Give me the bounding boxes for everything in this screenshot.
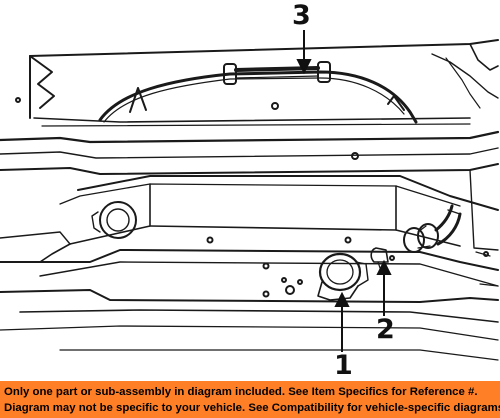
- disclaimer-line-2: Diagram may not be specific to your vehi…: [4, 402, 500, 414]
- diagram-disclaimer-banner: Only one part or sub-assembly in diagram…: [0, 381, 500, 418]
- callout-number-1: 1: [334, 350, 353, 381]
- left-lamp: [99, 201, 137, 239]
- trunk-panel-outline: [29, 39, 499, 57]
- license-lamp-housing: [317, 252, 369, 301]
- callout-number-3: 3: [292, 0, 311, 31]
- socket-pigtail: [403, 204, 462, 253]
- disclaimer-line-1: Only one part or sub-assembly in diagram…: [4, 386, 478, 398]
- license-recess: [77, 175, 499, 211]
- bulb: [370, 247, 389, 269]
- callout-number-2: 2: [376, 314, 395, 345]
- rear-bumper-license-lamp-drawing: [0, 30, 500, 361]
- bumper-upper-edge: [0, 130, 500, 144]
- wiring-harness: [98, 70, 418, 124]
